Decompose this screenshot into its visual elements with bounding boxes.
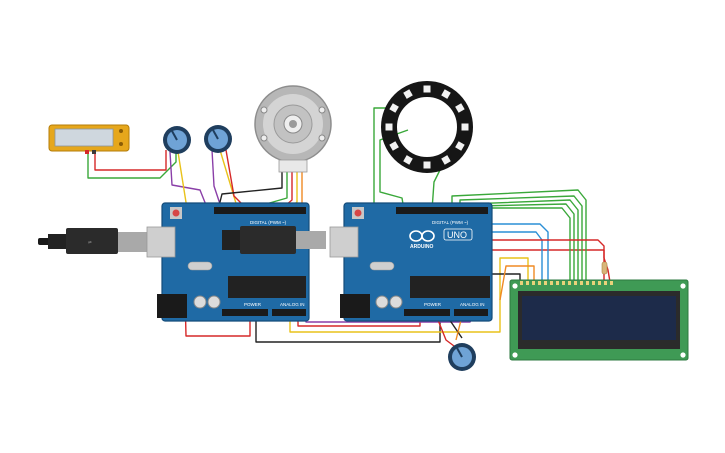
lcd-pin (568, 281, 571, 285)
arduino-board-right[interactable]: ARDUINO UNO DIGITAL (PWM ~) POWER ANALOG… (329, 202, 493, 322)
ring-led (441, 89, 451, 99)
lcd-pin (526, 281, 529, 285)
ring-led (423, 85, 431, 93)
wire-yellow-lcd[interactable] (289, 257, 529, 333)
wire-black-motor[interactable] (217, 172, 283, 211)
wire-red-lcd-top[interactable] (492, 239, 605, 258)
usb-plug-icon[interactable]: ⇌ (38, 227, 165, 257)
ring-led (389, 141, 399, 151)
lcd-pin (610, 281, 613, 285)
wire-purple-pot1[interactable] (169, 151, 209, 211)
power-label: POWER (244, 302, 262, 307)
analog-label: ANALOG IN (460, 302, 485, 307)
lcd-icon[interactable] (509, 279, 689, 361)
potentiometer-icon[interactable] (448, 343, 476, 371)
brand-label: ARDUINO (410, 244, 433, 250)
lcd-pin (574, 281, 577, 285)
lcd-pin (550, 281, 553, 285)
stepper-motor-icon[interactable] (254, 85, 332, 173)
wire-blue-lcd[interactable] (492, 223, 549, 282)
ring-leds (385, 85, 469, 169)
resistor-icon[interactable] (601, 261, 608, 275)
ring-led (385, 123, 393, 131)
lcd-pin (580, 281, 583, 285)
digital-label: DIGITAL (PWM ~) (250, 220, 287, 225)
wire-green-ring-3[interactable] (431, 169, 441, 211)
ring-led (403, 89, 413, 99)
wire-green-lcd-1[interactable] (451, 189, 587, 282)
model-label: UNO (447, 230, 467, 240)
potentiometer-icon[interactable] (163, 126, 191, 154)
lcd-pin (556, 281, 559, 285)
ring-led (423, 161, 431, 169)
analog-label: ANALOG IN (280, 302, 305, 307)
digital-label: DIGITAL (PWM ~) (432, 220, 469, 225)
ring-led (455, 103, 465, 113)
ring-led (455, 141, 465, 151)
wire-green-lcd-5[interactable] (483, 207, 571, 282)
potentiometer-icon[interactable] (204, 125, 232, 153)
lcd-pin (532, 281, 535, 285)
ring-led (441, 155, 451, 165)
wire-blue-lcd-2[interactable] (492, 231, 543, 282)
lcd-pin (604, 281, 607, 285)
lcd-pin (538, 281, 541, 285)
lcd-pin (592, 281, 595, 285)
lcd-pin (544, 281, 547, 285)
sensor-module[interactable] (48, 124, 130, 154)
power-label: POWER (424, 302, 442, 307)
lcd-pin (520, 281, 523, 285)
arduino-logo-icon (409, 230, 435, 242)
lcd-pins (520, 281, 613, 285)
arduino-board-left[interactable]: DIGITAL (PWM ~) POWER ANALOG IN (146, 202, 310, 322)
lcd-pin (598, 281, 601, 285)
usb-plug-icon[interactable] (222, 226, 326, 254)
ring-led (403, 155, 413, 165)
wire-orange-lcd[interactable] (499, 265, 535, 301)
ring-led (389, 103, 399, 113)
lcd-pin (562, 281, 565, 285)
neopixel-ring-icon[interactable] (381, 81, 473, 173)
svg-text:⇌: ⇌ (88, 239, 92, 246)
ring-led (461, 123, 469, 131)
lcd-pin (586, 281, 589, 285)
wire-green-sensor[interactable] (87, 150, 177, 179)
wire-red-sensor[interactable] (94, 150, 167, 171)
